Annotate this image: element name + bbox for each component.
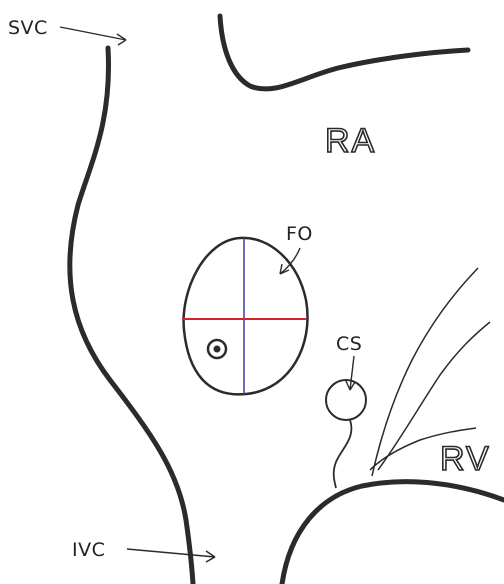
coronary-sinus-stem bbox=[334, 420, 352, 488]
rv-label: RV bbox=[440, 440, 491, 478]
fossa-ovalis-outline bbox=[184, 238, 308, 394]
cs-label: CS bbox=[336, 333, 362, 355]
fo-arrow bbox=[280, 248, 300, 274]
svc-label: SVC bbox=[8, 17, 48, 39]
ivc-arrow bbox=[127, 549, 215, 562]
svc-arrow bbox=[60, 27, 126, 45]
ra-label: RA bbox=[325, 122, 376, 160]
fo-label: FO bbox=[286, 223, 313, 245]
cs-arrow bbox=[346, 356, 355, 390]
bottom-wall-curve bbox=[282, 482, 504, 584]
top-wall-curve bbox=[220, 16, 468, 89]
target-marker-inner bbox=[214, 346, 221, 353]
coronary-sinus-circle bbox=[326, 380, 366, 420]
septal-wall-curve bbox=[70, 48, 193, 584]
ivc-label: IVC bbox=[72, 539, 105, 561]
